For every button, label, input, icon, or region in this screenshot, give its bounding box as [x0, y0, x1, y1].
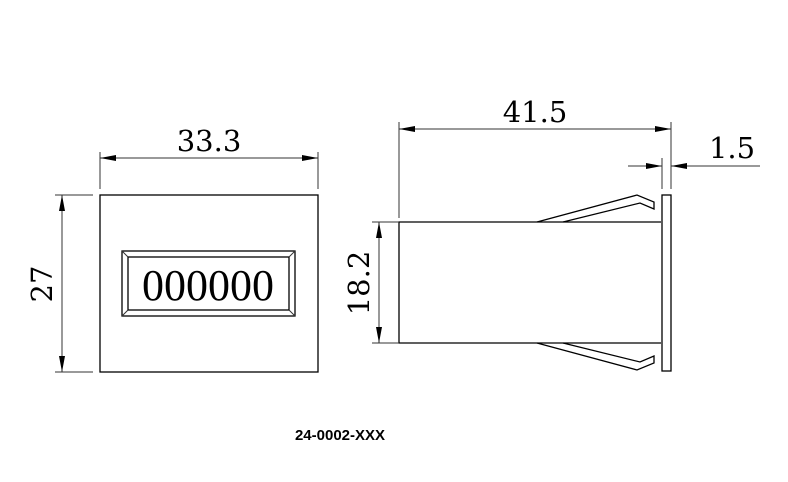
body-height-dimension: 18.2 — [342, 221, 399, 344]
front-face-outline — [99, 194, 319, 373]
flange — [661, 194, 672, 372]
length-dim-label: 41.5 — [503, 95, 568, 129]
height-dimension: 27 — [25, 194, 93, 373]
counter-window: 000000 — [121, 250, 296, 317]
counter-digits: 000000 — [142, 261, 274, 310]
height-dim-label: 27 — [25, 266, 59, 303]
body-outline — [398, 221, 661, 344]
part-number: 24-0002-XXX — [295, 427, 385, 444]
top-spring-clip — [536, 194, 655, 223]
flange-dim-label: 1.5 — [709, 131, 755, 165]
width-dimension: 33.3 — [99, 124, 319, 189]
length-dimension: 41.5 — [398, 95, 672, 218]
width-dim-label: 33.3 — [177, 124, 242, 158]
front-view: 000000 33.3 27 — [25, 124, 319, 373]
body-height-dim-label: 18.2 — [342, 251, 376, 316]
flange-dimension: 1.5 — [628, 131, 760, 189]
bottom-spring-clip — [536, 342, 655, 371]
side-view: 41.5 1.5 18.2 — [342, 95, 760, 372]
